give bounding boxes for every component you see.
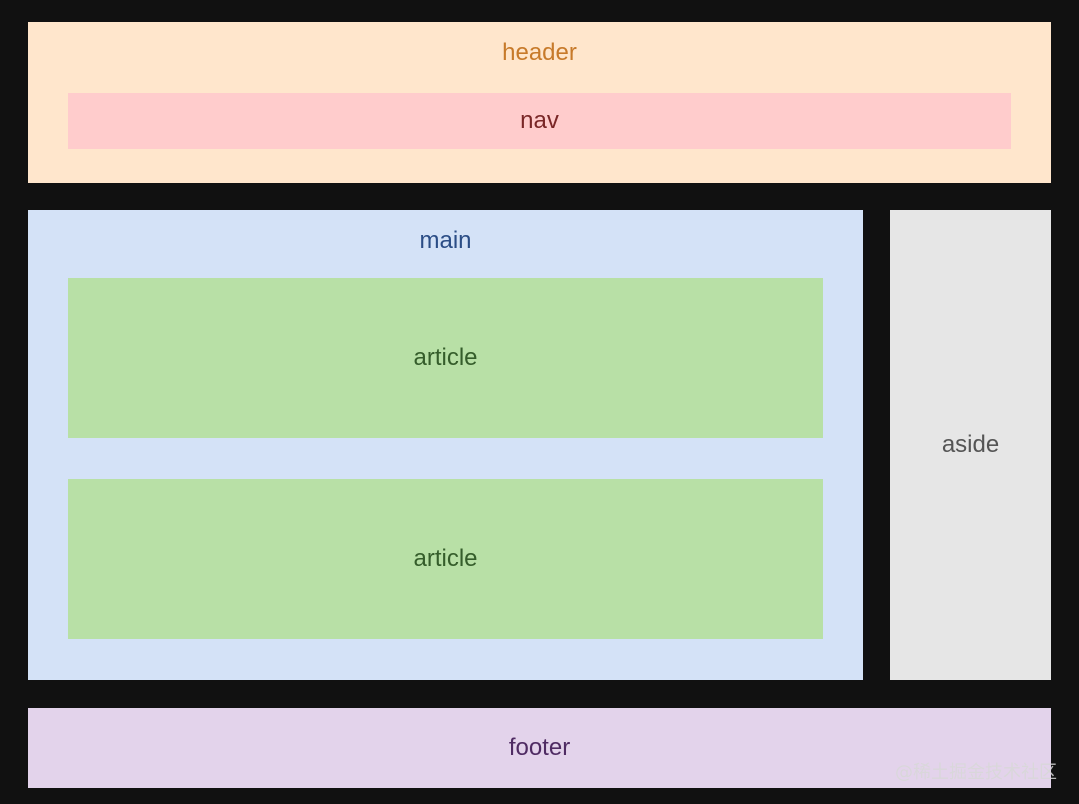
header-block: header nav bbox=[28, 22, 1051, 183]
footer-label: footer bbox=[508, 734, 571, 761]
article-label: article bbox=[413, 545, 478, 572]
aside-label: aside bbox=[941, 431, 1000, 458]
main-block: main article article bbox=[28, 210, 863, 680]
article-label: article bbox=[413, 344, 478, 371]
watermark: @稀土掘金技术社区 bbox=[895, 762, 1057, 783]
header-label: header bbox=[502, 39, 577, 66]
aside-block: aside bbox=[890, 210, 1051, 680]
article-block: article bbox=[68, 278, 823, 438]
nav-block: nav bbox=[68, 93, 1011, 149]
main-label: main bbox=[419, 227, 472, 254]
nav-label: nav bbox=[520, 107, 559, 134]
footer-block: footer bbox=[28, 708, 1051, 788]
article-block: article bbox=[68, 479, 823, 639]
